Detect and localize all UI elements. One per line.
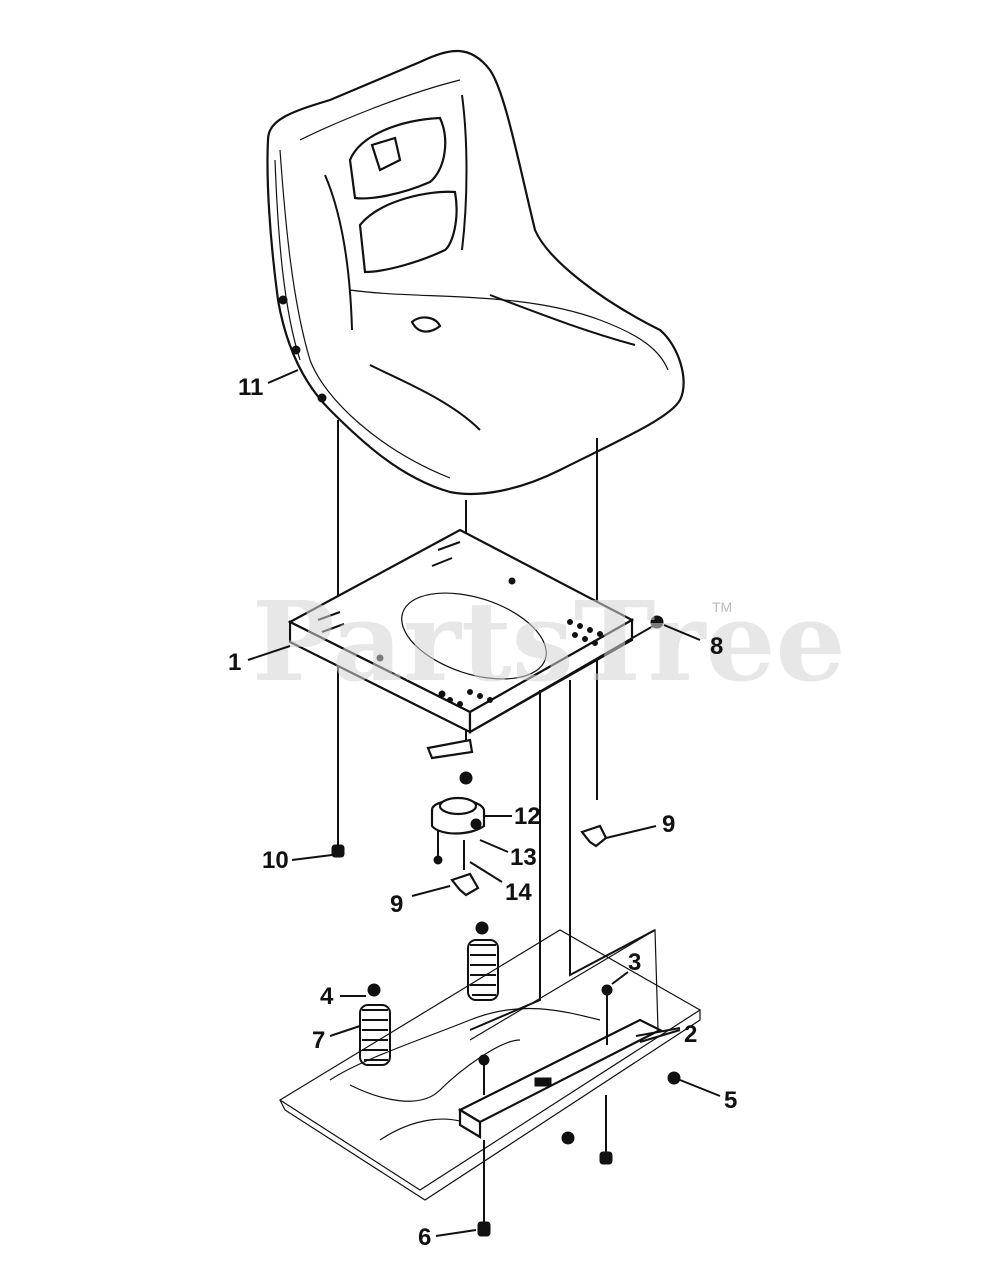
callout-5: 5 (724, 1087, 737, 1114)
watermark: PartsTree TM (252, 577, 846, 706)
callout-7: 7 (312, 1027, 325, 1054)
callout-3: 3 (628, 949, 641, 976)
callout-12: 12 (514, 803, 541, 830)
callout-11: 11 (238, 374, 263, 401)
spring-left (359, 1004, 391, 1066)
watermark-trademark: TM (712, 599, 732, 615)
spring-right (467, 939, 499, 1001)
seat-plate (287, 528, 661, 734)
callout-10: 10 (262, 847, 289, 874)
callout-1: 1 (228, 649, 241, 676)
callout-6: 6 (418, 1224, 431, 1251)
base-frame (278, 921, 702, 1237)
callout-8: 8 (710, 633, 723, 660)
watermark-text: PartsTree (252, 577, 846, 706)
callout-4: 4 (320, 983, 334, 1010)
callout-9-upper: 9 (662, 811, 675, 838)
callout-9-lower: 9 (390, 891, 403, 918)
callout-2: 2 (684, 1021, 697, 1048)
swivel-assembly (426, 738, 608, 897)
nut-10 (331, 844, 345, 858)
callout-13: 13 (510, 844, 537, 871)
callout-14: 14 (505, 879, 532, 906)
callouts: 11 1 8 12 9 10 13 14 9 3 4 2 7 5 6 (228, 369, 737, 1251)
seat (266, 49, 685, 495)
bolt-8 (650, 615, 664, 629)
